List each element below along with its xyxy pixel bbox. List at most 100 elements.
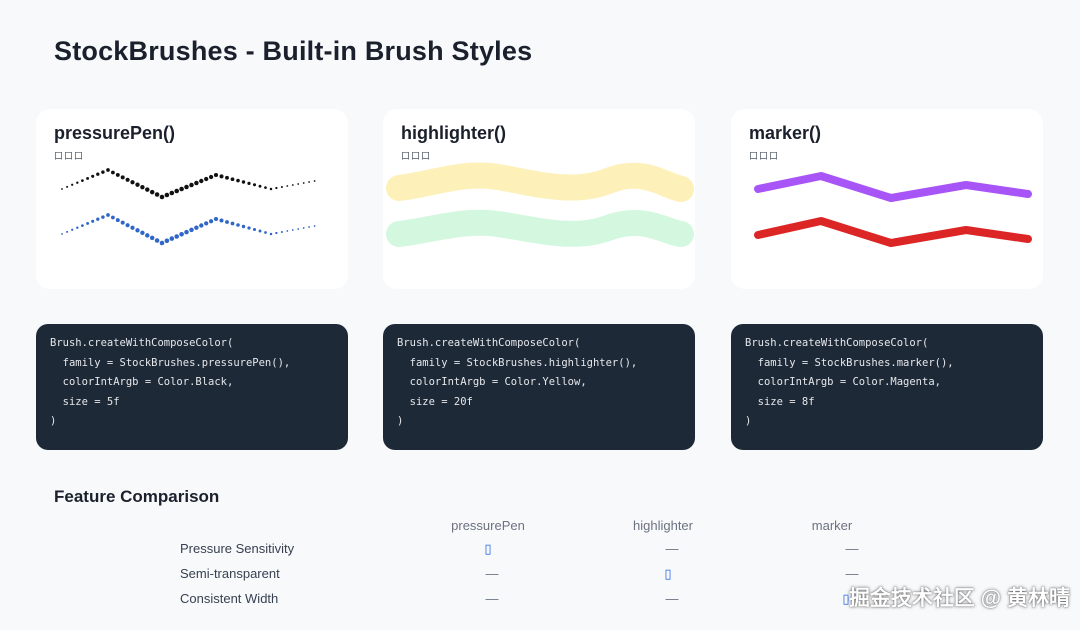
brush-card-pressurepen: pressurePen() 口口口 xyxy=(36,109,348,289)
cell-dash-icon: — xyxy=(665,541,679,556)
code-line: size = 5f xyxy=(50,395,120,408)
pressurepen-dot-blue xyxy=(96,217,100,221)
pressurepen-dot-black xyxy=(61,188,63,190)
pressurepen-dot-blue xyxy=(91,219,95,223)
pressurepen-dot-black xyxy=(199,178,204,184)
code-line: ) xyxy=(50,415,57,428)
pressurepen-dot-blue xyxy=(164,238,170,244)
pressurepen-dot-black xyxy=(297,183,300,185)
column-header-highlighter: highlighter xyxy=(633,518,693,533)
highlighter-stroke-green xyxy=(386,209,694,247)
marker-stroke-red xyxy=(754,217,1032,247)
pressurepen-dot-black xyxy=(86,176,90,180)
pressurepen-dot-black xyxy=(174,188,179,194)
pressurepen-dot-blue xyxy=(71,228,74,231)
code-block-marker: Brush.createWithComposeColor( family = S… xyxy=(731,324,1043,450)
code-line: Brush.createWithComposeColor( xyxy=(50,337,234,349)
pressurepen-dot-blue xyxy=(247,226,251,230)
pressurepen-dot-black xyxy=(149,189,155,195)
page-title: StockBrushes - Built-in Brush Styles xyxy=(54,36,533,66)
pressurepen-dot-blue xyxy=(125,223,130,228)
card-subtitle: 口口口 xyxy=(401,151,432,161)
pressurepen-dot-black xyxy=(145,187,150,192)
pressurepen-dot-blue xyxy=(154,238,160,243)
pressurepen-dot-blue xyxy=(204,221,209,226)
card-title: marker() xyxy=(749,123,822,143)
cell-check-icon: ▯ xyxy=(664,566,672,581)
pressurepen-dot-blue xyxy=(219,218,224,223)
pressurepen-dot-black xyxy=(115,172,120,177)
cell-dash-icon: — xyxy=(845,566,859,581)
pressurepen-dot-blue xyxy=(280,230,283,234)
pressurepen-dot-black xyxy=(258,184,262,188)
card-title: highlighter() xyxy=(401,123,506,143)
code-line: size = 8f xyxy=(745,395,815,408)
pressurepen-dot-black xyxy=(101,170,105,174)
cell-dash-icon: — xyxy=(485,566,499,581)
pressurepen-dot-blue xyxy=(169,236,175,241)
pressurepen-dot-black xyxy=(264,186,267,189)
pressurepen-dot-blue xyxy=(199,223,204,228)
pressurepen-dot-blue xyxy=(140,230,145,235)
pressurepen-dot-blue xyxy=(313,225,316,227)
pressurepen-dot-black xyxy=(230,177,235,182)
brush-card-marker: marker() 口口口 xyxy=(731,109,1043,289)
code-line: colorIntArgb = Color.Yellow, xyxy=(397,376,587,389)
pressurepen-dot-blue xyxy=(241,224,246,229)
pressurepen-dot-black xyxy=(204,176,209,182)
pressurepen-dot-blue xyxy=(106,213,110,217)
pressurepen-dot-blue xyxy=(286,230,289,232)
pressurepen-dot-black xyxy=(219,174,224,179)
pressurepen-dot-black xyxy=(247,181,251,186)
pressurepen-dot-blue xyxy=(252,227,257,232)
pressurepen-dot-black xyxy=(189,182,194,188)
pressurepen-dot-black xyxy=(169,190,175,196)
code-block-pressurepen: Brush.createWithComposeColor( family = S… xyxy=(36,324,348,450)
pressurepen-dot-black xyxy=(130,180,135,185)
card-title: pressurePen() xyxy=(54,123,176,143)
marker-stroke-purple xyxy=(754,172,1032,202)
pressurepen-dot-blue xyxy=(120,220,125,225)
pressurepen-dot-blue xyxy=(258,229,262,233)
code-line: Brush.createWithComposeColor( xyxy=(745,337,929,349)
pressurepen-dot-black xyxy=(111,170,115,175)
pressurepen-dot-black xyxy=(154,192,160,197)
pressurepen-dot-black xyxy=(140,185,145,190)
pressurepen-dot-black xyxy=(275,186,278,190)
highlighter-preview xyxy=(386,162,694,247)
card-subtitle: 口口口 xyxy=(54,151,85,161)
pressurepen-dot-black xyxy=(313,180,316,182)
pressurepen-dot-black xyxy=(179,186,184,192)
pressurepen-dot-blue xyxy=(135,228,140,233)
pressurepen-dot-blue xyxy=(130,225,135,230)
watermark: 掘金技术社区 @ 黄林晴 xyxy=(848,587,1070,610)
pressurepen-dot-blue xyxy=(179,232,184,237)
pressurepen-dot-black xyxy=(76,181,79,184)
code-line: size = 20f xyxy=(397,395,473,408)
comparison-title: Feature Comparison xyxy=(54,487,220,506)
row-label-semi-transparent: Semi-transparent xyxy=(180,566,280,581)
pressurepen-dot-black xyxy=(241,180,246,184)
pressurepen-dot-black xyxy=(269,187,273,191)
card-subtitle: 口口口 xyxy=(749,151,780,161)
cell-check-icon: ▯ xyxy=(484,541,492,556)
pressurepen-dot-black xyxy=(106,168,110,172)
pressurepen-dot-blue xyxy=(184,229,189,235)
pressurepen-dot-black xyxy=(236,178,240,183)
pressurepen-dot-black xyxy=(81,179,84,182)
pressurepen-dot-black xyxy=(66,185,69,188)
pressurepen-dot-blue xyxy=(308,226,310,228)
highlighter-stroke-yellow xyxy=(386,162,694,202)
pressurepen-dot-black xyxy=(125,177,130,182)
cell-check-icon: ▯ xyxy=(842,591,850,606)
pressurepen-dot-blue xyxy=(225,220,229,224)
pressurepen-dot-black xyxy=(164,192,170,198)
pressurepen-dot-blue xyxy=(236,223,240,227)
pressurepen-dot-blue xyxy=(194,225,199,230)
pressurepen-dot-black xyxy=(225,175,229,180)
cell-dash-icon: — xyxy=(485,591,499,606)
pressurepen-dot-black xyxy=(302,182,305,184)
pressurepen-dot-blue xyxy=(264,231,267,234)
pressurepen-dot-black xyxy=(91,174,95,178)
pressurepen-dot-black xyxy=(71,183,74,186)
